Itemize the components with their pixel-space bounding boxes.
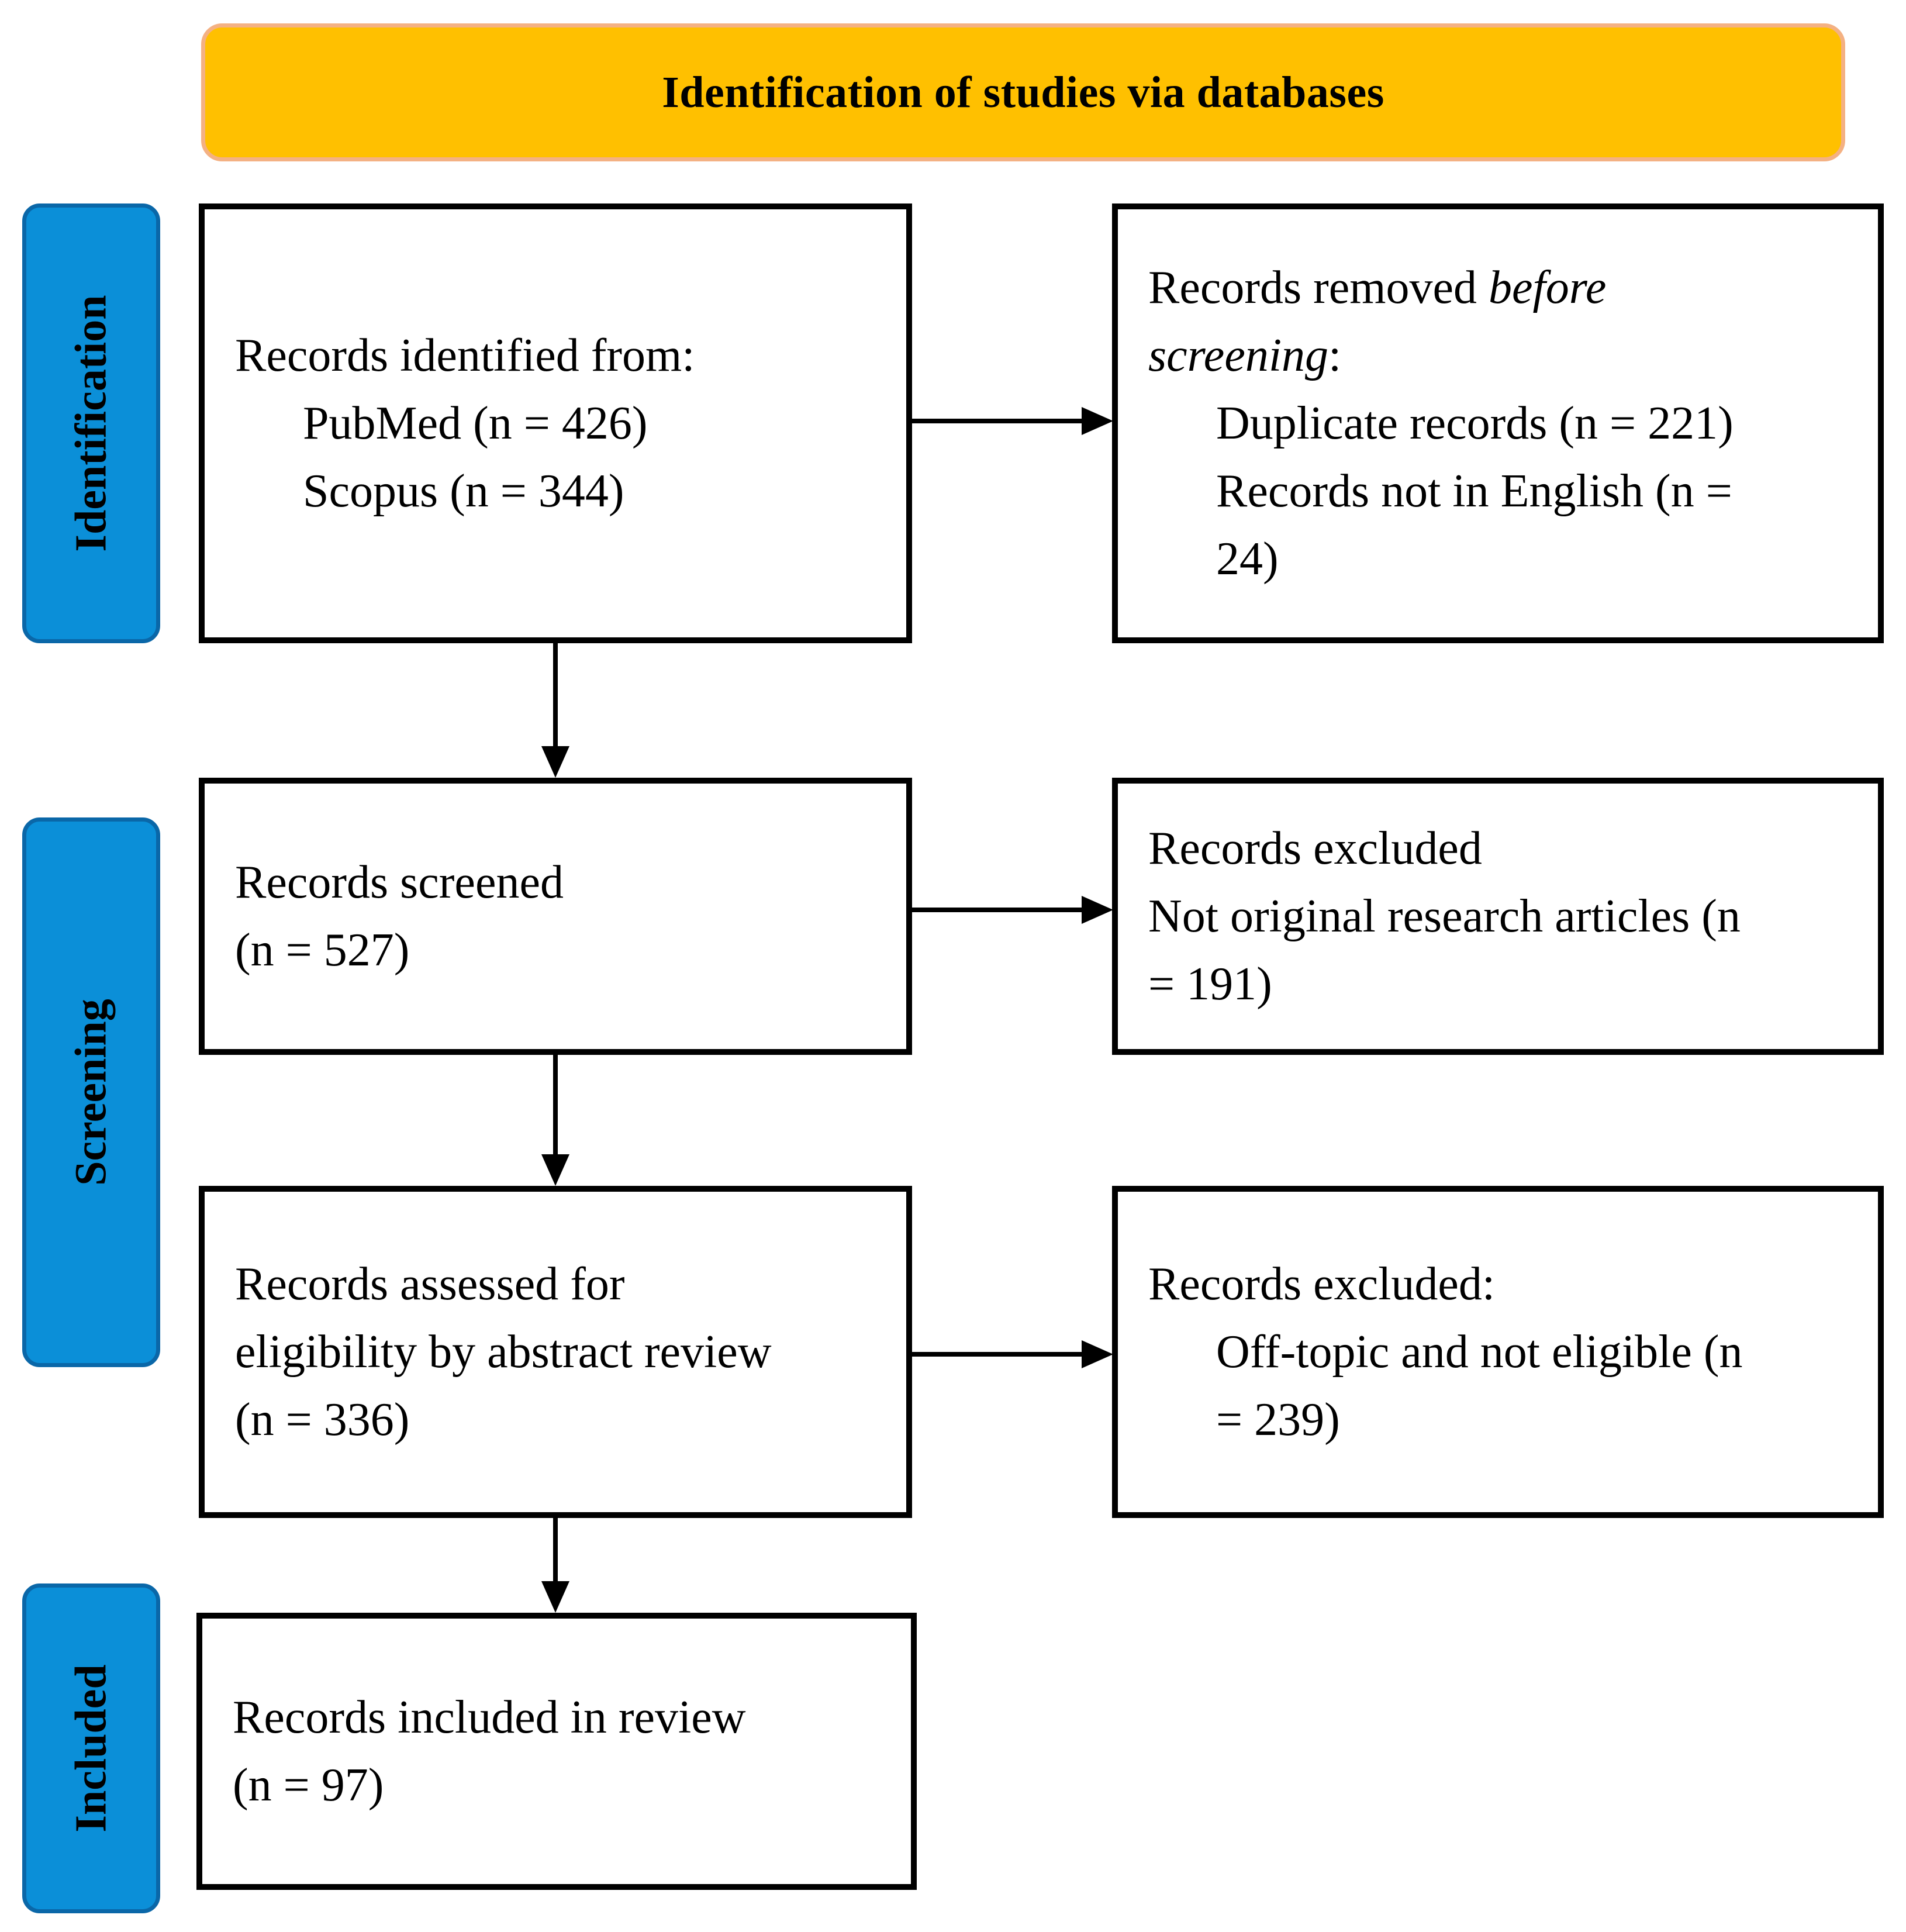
records-excluded-eligibility-heading: Records excluded: bbox=[1148, 1258, 1496, 1310]
records-identified-box: Records identified from: PubMed (n = 426… bbox=[199, 203, 912, 643]
records-assessed-box: Records assessed for eligibility by abst… bbox=[199, 1186, 912, 1518]
records-included-label: Records included in review bbox=[233, 1692, 746, 1743]
arrowhead-identified-to-removed bbox=[1082, 407, 1113, 435]
records-excluded-screening-heading: Records excluded bbox=[1148, 823, 1482, 874]
records-removed-heading-line2: screening: bbox=[1148, 322, 1848, 389]
records-included-count: (n = 97) bbox=[233, 1760, 384, 1811]
records-excluded-screening-count: = 191) bbox=[1148, 958, 1272, 1010]
records-screened-box: Records screened (n = 527) bbox=[199, 778, 912, 1055]
records-removed-box: Records removed before screening: Duplic… bbox=[1112, 203, 1884, 643]
records-removed-heading-italic-screening: screening bbox=[1148, 330, 1329, 381]
phase-tab-screening: Screening bbox=[22, 817, 160, 1367]
records-removed-heading-suffix: : bbox=[1328, 330, 1342, 381]
records-screened-label: Records screened bbox=[235, 857, 564, 908]
header-banner: Identification of studies via databases bbox=[201, 23, 1845, 161]
records-identified-heading: Records identified from: bbox=[235, 330, 695, 381]
arrowhead-assessed-to-excluded bbox=[1082, 1340, 1113, 1368]
records-excluded-screening-reason: Not original research articles (n bbox=[1148, 891, 1741, 942]
non-english-records-item: Records not in English (n = bbox=[1216, 465, 1732, 517]
records-excluded-screening-box: Records excluded Not original research a… bbox=[1112, 778, 1884, 1055]
source-pubmed: PubMed (n = 426) bbox=[303, 398, 648, 449]
records-removed-heading: Records removed before bbox=[1148, 254, 1848, 322]
arrowhead-identified-to-screened bbox=[541, 746, 569, 778]
records-assessed-count: (n = 336) bbox=[235, 1394, 410, 1445]
phase-tab-identification: Identification bbox=[22, 203, 160, 643]
arrowhead-assessed-to-included bbox=[541, 1581, 569, 1613]
arrowhead-screened-to-excluded bbox=[1082, 896, 1113, 924]
records-assessed-line1: Records assessed for bbox=[235, 1258, 625, 1310]
records-excluded-eligibility-box: Records excluded: Off-topic and not elig… bbox=[1112, 1186, 1884, 1518]
records-included-box: Records included in review (n = 97) bbox=[196, 1613, 917, 1890]
records-removed-heading-italic-before: before bbox=[1489, 262, 1607, 313]
records-assessed-line2: eligibility by abstract review bbox=[235, 1326, 772, 1378]
duplicate-records-item: Duplicate records (n = 221) bbox=[1216, 398, 1734, 449]
header-title: Identification of studies via databases bbox=[662, 67, 1384, 117]
records-excluded-eligibility-reason: Off-topic and not eligible (n bbox=[1216, 1326, 1743, 1378]
records-screened-count: (n = 527) bbox=[235, 924, 410, 976]
phase-tab-included: Included bbox=[22, 1583, 160, 1913]
source-scopus: Scopus (n = 344) bbox=[303, 465, 624, 517]
records-removed-heading-prefix: Records removed bbox=[1148, 262, 1489, 313]
records-excluded-eligibility-count: = 239) bbox=[1216, 1394, 1340, 1445]
non-english-records-item-cont: 24) bbox=[1216, 533, 1279, 585]
arrowhead-screened-to-assessed bbox=[541, 1154, 569, 1186]
